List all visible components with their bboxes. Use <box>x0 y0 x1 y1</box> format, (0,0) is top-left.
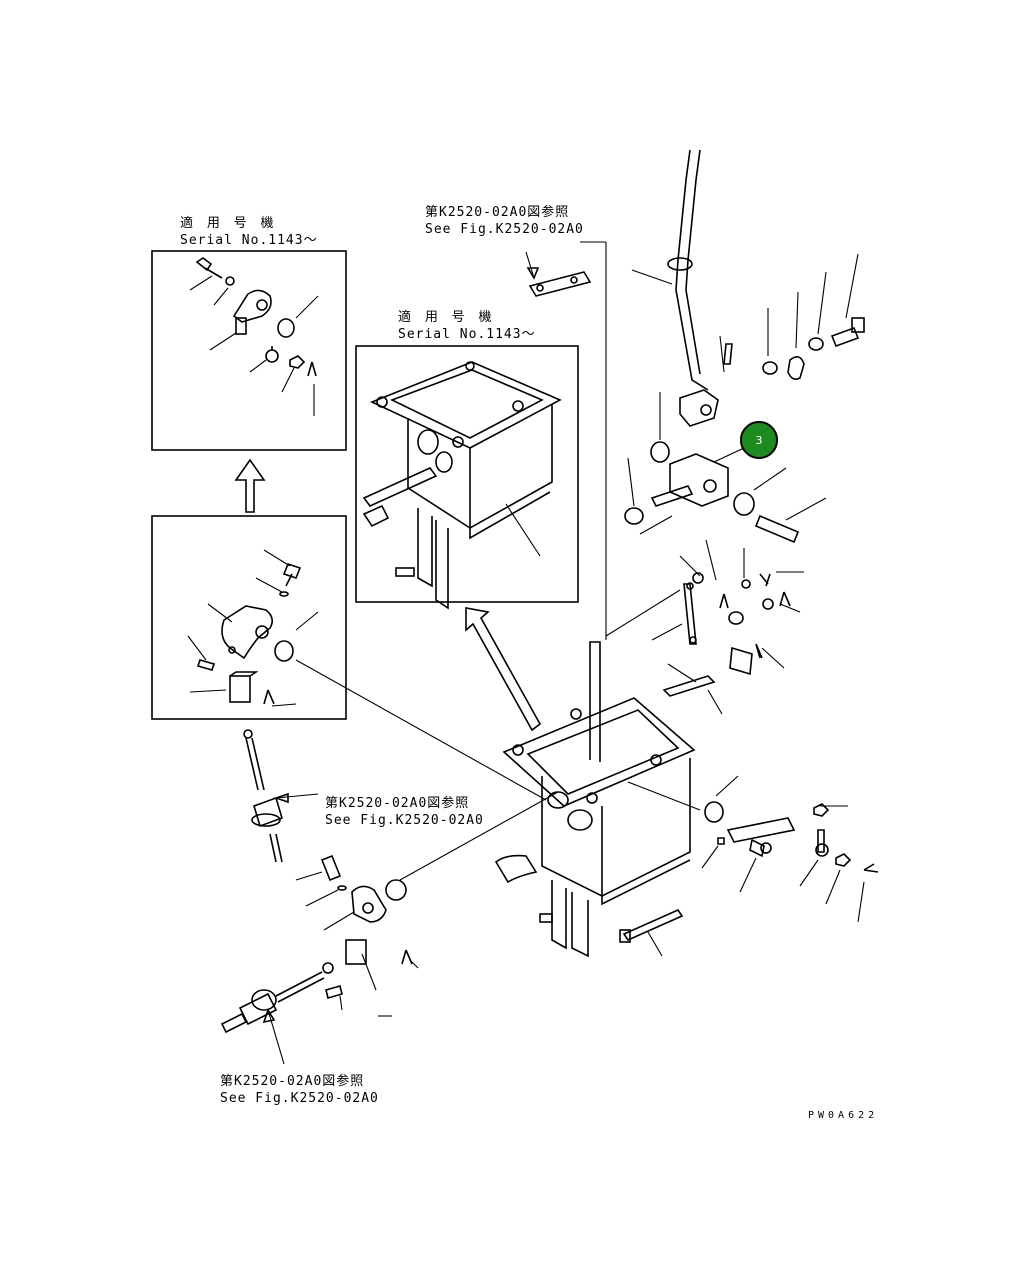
ref-top-en-label: See Fig.K2520-02A0 <box>425 222 584 237</box>
inset-box-top-left <box>151 250 347 451</box>
inset-box-lower-left <box>151 515 347 720</box>
callout-number: 3 <box>755 433 763 447</box>
inset-top-left-serial-label: Serial No.1143～ <box>180 233 318 248</box>
inset-box-center <box>355 345 579 610</box>
inset-top-left-jp-label: 適 用 号 機 <box>180 216 277 231</box>
ref-middle-en-label: See Fig.K2520-02A0 <box>325 813 484 828</box>
ref-middle-jp-label: 第K2520-02A0図参照 <box>325 796 470 811</box>
left-lower-bracket <box>295 791 559 1017</box>
shift-lever <box>631 149 719 427</box>
arrow-diagonal-icon <box>465 607 542 732</box>
ref-bottom-jp-label: 第K2520-02A0図参照 <box>220 1074 365 1089</box>
callout-3-button[interactable]: 3 <box>740 421 778 459</box>
connector-line <box>295 659 547 801</box>
inset-center-serial-label: Serial No.1143～ <box>398 327 536 342</box>
cable-upper <box>243 729 319 863</box>
ref-bottom-en-label: See Fig.K2520-02A0 <box>220 1091 379 1106</box>
fork-block-part <box>624 392 827 544</box>
arrow-up-icon <box>234 458 266 513</box>
inset-center-jp-label: 適 用 号 機 <box>398 310 495 325</box>
top-link-part <box>525 241 607 640</box>
right-lower-parts <box>627 775 879 923</box>
middle-linkage <box>651 539 804 715</box>
drawing-code-label: PW0A622 <box>808 1110 879 1121</box>
ref-top-jp-label: 第K2520-02A0図参照 <box>425 205 570 220</box>
main-box-assembly <box>494 589 696 958</box>
top-right-hardware <box>719 253 865 380</box>
long-pin-part <box>619 908 684 957</box>
cable-lower <box>220 962 334 1065</box>
